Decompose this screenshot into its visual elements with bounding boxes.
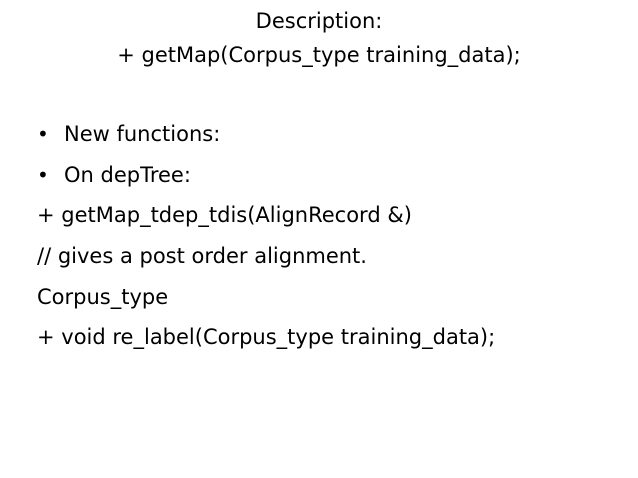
bullet-icon: • [37,163,49,187]
slide-subtitle: + getMap(Corpus_type training_data); [117,43,521,67]
code-comment-line: // gives a post order alignment. [37,244,367,268]
slide-title: Description: [255,9,383,33]
bullet-item-on-deptree: On depTree: [64,163,191,187]
code-line-re-label: + void re_label(Corpus_type training_dat… [37,325,496,349]
bullet-item-new-functions: New functions: [64,122,221,146]
code-line-getmap-tdep: + getMap_tdep_tdis(AlignRecord &) [37,203,412,227]
bullet-icon: • [37,122,49,146]
code-line-corpus-type: Corpus_type [37,285,169,309]
